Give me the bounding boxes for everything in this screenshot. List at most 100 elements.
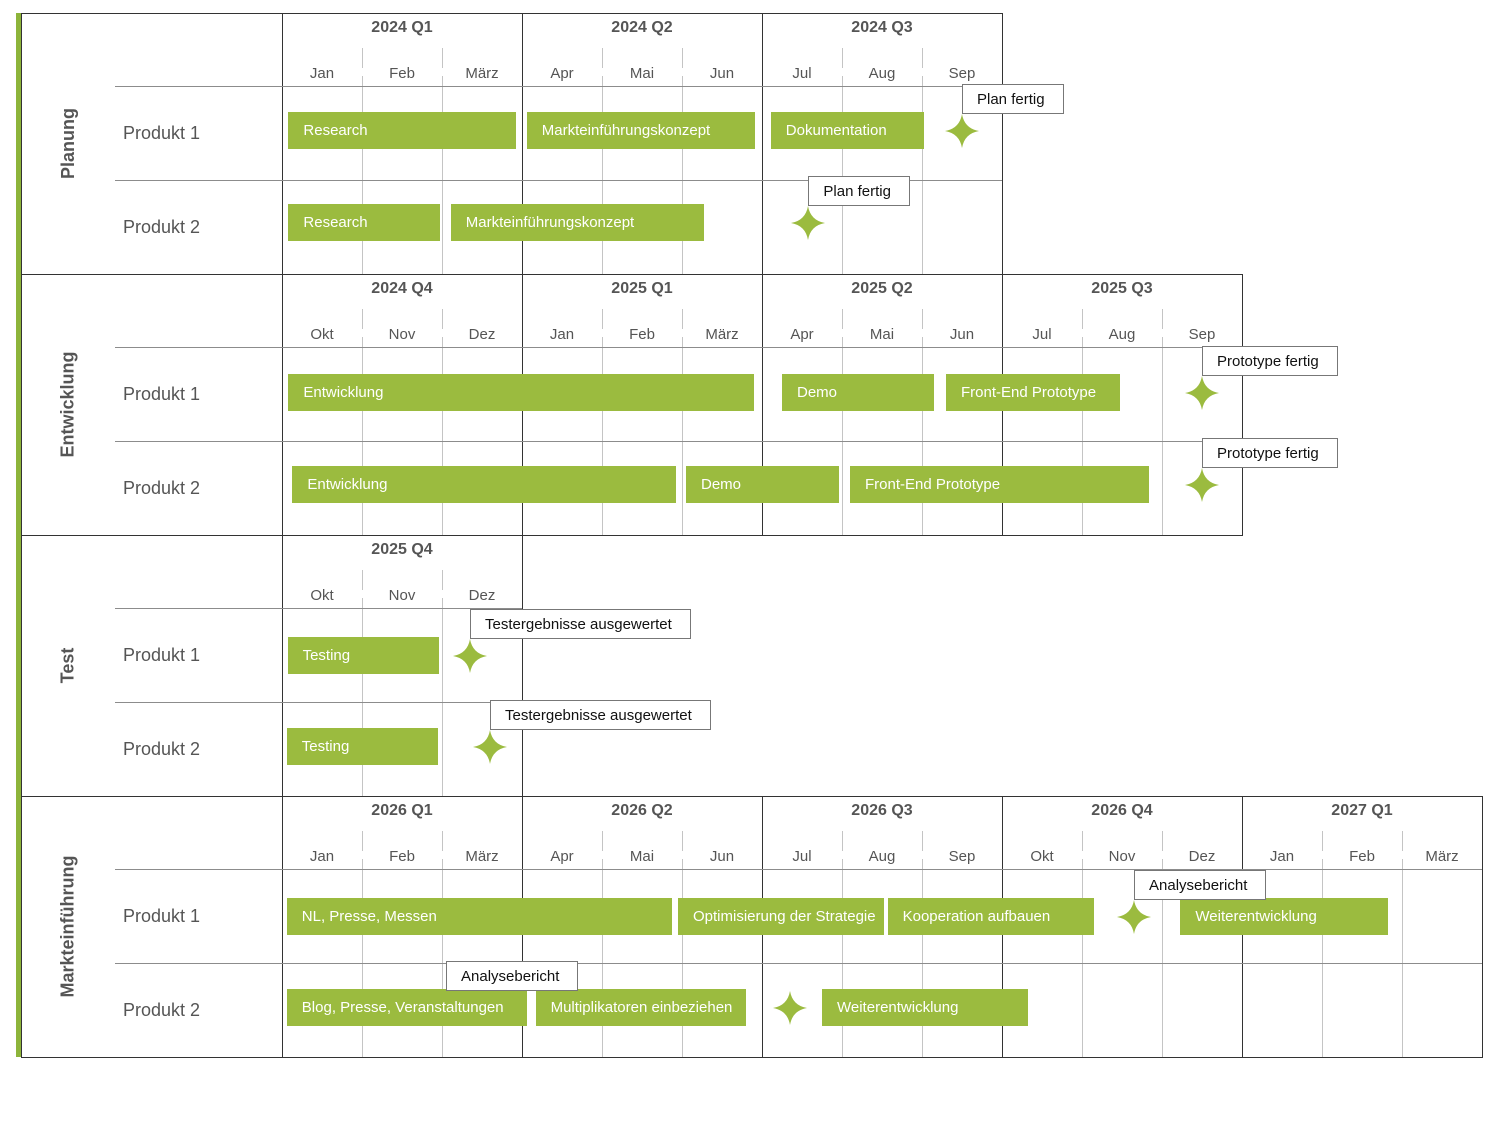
month-gridline	[842, 48, 843, 68]
month-gridline	[1162, 337, 1163, 535]
milestone-callout: Analysebericht	[446, 961, 578, 991]
quarter-gridline	[762, 274, 763, 535]
task-bar: Kooperation aufbauen	[887, 898, 1094, 935]
row-separator	[115, 608, 522, 609]
month-label: Nov	[388, 326, 416, 343]
month-label: Dez	[1188, 848, 1216, 865]
phase-accent-bar	[16, 274, 21, 535]
row-label: Produkt 1	[123, 645, 201, 665]
month-gridline	[1082, 337, 1083, 535]
quarter-gridline	[282, 535, 283, 796]
month-gridline	[1402, 831, 1403, 851]
phase-label: Planung	[48, 13, 88, 274]
quarter-label: 2025 Q3	[1091, 280, 1153, 297]
phase-frame	[21, 535, 523, 797]
milestone-callout: Prototype fertig	[1202, 346, 1338, 376]
month-gridline	[922, 76, 923, 274]
month-gridline	[1082, 309, 1083, 329]
row-label: Produkt 1	[123, 123, 201, 143]
task-bar: Demo	[686, 466, 839, 503]
month-gridline	[362, 337, 363, 535]
month-label: Sep	[948, 848, 976, 865]
month-gridline	[442, 76, 443, 274]
month-gridline	[842, 309, 843, 329]
month-gridline	[842, 859, 843, 1057]
row-label: Produkt 2	[123, 1000, 201, 1020]
month-label: Mai	[629, 848, 655, 865]
month-gridline	[682, 76, 683, 274]
month-label: Feb	[1349, 848, 1375, 865]
month-gridline	[1082, 831, 1083, 851]
month-gridline	[682, 831, 683, 851]
task-bar: Testing	[286, 728, 438, 765]
month-label: Jan	[309, 65, 335, 82]
task-bar: Weiterentwicklung	[1180, 898, 1389, 935]
milestone-star-icon	[473, 730, 507, 764]
month-label: Jul	[792, 848, 812, 865]
quarter-label: 2025 Q4	[371, 541, 433, 558]
row-label: Produkt 1	[123, 906, 201, 926]
month-gridline	[842, 831, 843, 851]
row-separator	[115, 86, 1002, 87]
task-bar: NL, Presse, Messen	[286, 898, 672, 935]
task-bar: Dokumentation	[770, 112, 924, 149]
row-label: Produkt 2	[123, 739, 201, 759]
row-separator	[115, 441, 1242, 442]
milestone-callout: Analysebericht	[1134, 870, 1266, 900]
milestone-star-icon	[791, 206, 826, 240]
phase-frame	[21, 796, 1483, 1058]
phase-accent-bar	[16, 535, 21, 796]
month-gridline	[682, 48, 683, 68]
month-gridline	[602, 337, 603, 535]
phase-label-text: Planung	[57, 108, 78, 179]
row-separator	[115, 963, 1482, 964]
task-bar: Weiterentwicklung	[822, 989, 1029, 1026]
task-bar: Optimisierung der Strategie	[678, 898, 884, 935]
task-bar: Markteinführungskonzept	[526, 112, 755, 149]
task-bar: Research	[288, 112, 516, 149]
month-gridline	[602, 831, 603, 851]
task-bar: Markteinführungskonzept	[450, 204, 704, 241]
month-gridline	[1162, 859, 1163, 1057]
phase-accent-bar	[16, 796, 21, 1057]
quarter-label: 2025 Q1	[611, 280, 673, 297]
phase-accent-bar	[16, 13, 21, 274]
milestone-callout: Plan fertig	[962, 84, 1064, 114]
phase-label: Markteinführung	[48, 796, 88, 1057]
quarter-gridline	[282, 274, 283, 535]
month-label: März	[465, 65, 499, 82]
month-label: Jun	[709, 65, 735, 82]
month-label: Okt	[310, 326, 334, 343]
month-gridline	[1162, 831, 1163, 851]
month-gridline	[602, 48, 603, 68]
month-label: Jan	[1269, 848, 1295, 865]
month-label: Jul	[1032, 326, 1052, 343]
task-bar: Front-End Prototype	[850, 466, 1150, 503]
task-bar: Testing	[287, 637, 439, 674]
month-label: Mai	[869, 326, 895, 343]
row-separator	[115, 702, 522, 703]
month-gridline	[922, 48, 923, 68]
task-bar: Multiplikatoren einbeziehen	[535, 989, 746, 1026]
task-bar: Demo	[782, 374, 934, 411]
phase-label: Entwicklung	[48, 274, 88, 535]
milestone-callout: Prototype fertig	[1202, 438, 1338, 468]
month-gridline	[362, 570, 363, 590]
task-bar: Entwicklung	[292, 466, 677, 503]
month-label: Feb	[389, 848, 415, 865]
month-gridline	[362, 859, 363, 1057]
quarter-label: 2024 Q1	[371, 19, 433, 36]
month-gridline	[1082, 859, 1083, 1057]
task-bar: Front-End Prototype	[946, 374, 1121, 411]
month-label: Okt	[1030, 848, 1054, 865]
month-label: Apr	[550, 65, 574, 82]
task-bar: Blog, Presse, Veranstaltungen	[286, 989, 527, 1026]
month-gridline	[442, 337, 443, 535]
month-gridline	[362, 598, 363, 796]
phase-frame	[21, 274, 1243, 536]
month-gridline	[1322, 859, 1323, 1057]
milestone-star-icon	[945, 114, 979, 148]
quarter-gridline	[762, 13, 763, 274]
month-label: Feb	[389, 65, 415, 82]
